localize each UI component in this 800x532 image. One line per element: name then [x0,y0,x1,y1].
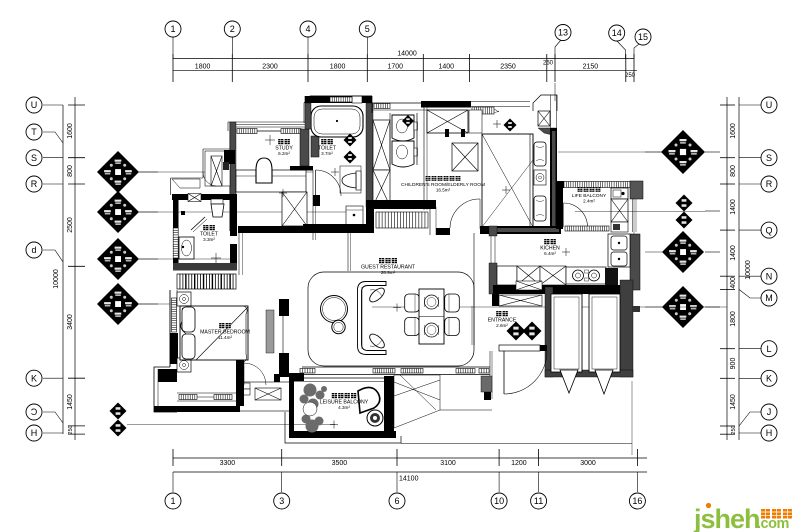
svg-text:3100: 3100 [440,460,456,467]
svg-text:TOILET: TOILET [200,231,219,237]
svg-text:16: 16 [632,496,642,506]
svg-text:.com: .com [757,516,789,532]
svg-text:16.5m²: 16.5m² [436,187,451,192]
svg-text:900: 900 [730,358,737,370]
svg-text:11: 11 [534,496,543,506]
svg-text:4: 4 [305,24,310,34]
svg-text:3400: 3400 [67,314,74,330]
svg-text:J: J [767,407,772,417]
svg-text:LIFE BALCONY: LIFE BALCONY [572,193,607,199]
svg-text:R: R [31,179,38,189]
svg-text:2.4m²: 2.4m² [583,198,595,203]
svg-text:28.9m²: 28.9m² [381,270,396,275]
svg-text:10: 10 [494,496,504,506]
svg-text:1800: 1800 [330,64,346,71]
svg-text:H: H [766,428,773,438]
svg-text:2350: 2350 [500,64,516,71]
svg-text:Ɔ: Ɔ [31,407,38,417]
svg-text:jsheh: jsheh [693,504,760,532]
svg-text:6: 6 [394,496,399,506]
svg-text:N: N [766,271,773,281]
svg-text:K: K [766,373,772,383]
svg-text:3000: 3000 [580,460,596,467]
svg-text:14: 14 [612,28,622,38]
svg-text:250: 250 [731,425,737,434]
svg-text:1450: 1450 [730,394,737,410]
svg-text:S: S [31,153,37,163]
svg-text:2: 2 [230,24,235,34]
svg-text:L: L [766,344,771,354]
svg-text:KICHEN: KICHEN [540,245,560,251]
svg-text:2.6m²: 2.6m² [496,323,508,328]
svg-text:MASTER BEDROOM: MASTER BEDROOM [200,329,250,335]
svg-text:R: R [766,179,773,189]
svg-text:1600: 1600 [730,123,737,139]
svg-text:3: 3 [279,496,284,506]
svg-text:1600: 1600 [67,123,74,139]
svg-text:3300: 3300 [220,460,236,467]
svg-text:TOILET: TOILET [318,145,337,151]
svg-text:CHILDREN'S ROOM/ELDERLY ROOM: CHILDREN'S ROOM/ELDERLY ROOM [401,182,485,188]
svg-text:800: 800 [730,165,737,177]
svg-text:3.3m²: 3.3m² [203,237,215,242]
svg-text:5: 5 [365,24,370,34]
svg-text:U: U [31,100,38,110]
svg-text:T: T [31,127,37,137]
svg-text:1200: 1200 [511,460,527,467]
svg-text:1800: 1800 [195,64,211,71]
svg-text:d: d [31,245,36,255]
svg-text:ENTRANCE: ENTRANCE [488,317,517,323]
svg-text:LEISURE BALCONY: LEISURE BALCONY [320,399,369,405]
svg-text:400: 400 [730,277,737,289]
svg-text:250: 250 [543,61,554,67]
svg-text:1: 1 [170,496,175,506]
svg-text:Q: Q [765,225,772,235]
svg-text:1400: 1400 [730,245,737,261]
svg-text:U: U [766,100,773,110]
svg-text:1400: 1400 [439,64,455,71]
svg-text:4.3m²: 4.3m² [338,405,350,410]
svg-text:14000: 14000 [397,51,417,58]
svg-text:H: H [31,428,38,438]
svg-text:800: 800 [67,165,74,177]
svg-text:10000: 10000 [745,260,752,280]
svg-text:1700: 1700 [388,64,404,71]
svg-text:1: 1 [170,24,175,34]
svg-text:K: K [31,373,37,383]
svg-text:1400: 1400 [730,199,737,215]
svg-text:1800: 1800 [730,311,737,327]
svg-text:2500: 2500 [67,217,74,233]
svg-text:3500: 3500 [332,460,348,467]
svg-text:6.4m²: 6.4m² [544,251,556,256]
svg-text:S: S [766,153,772,163]
svg-text:STUDY: STUDY [275,145,293,151]
svg-text:M: M [765,293,773,303]
svg-text:14100: 14100 [399,476,419,483]
svg-text:6.2m²: 6.2m² [278,151,290,156]
svg-text:250: 250 [68,425,74,434]
svg-text:2300: 2300 [262,64,278,71]
svg-text:250: 250 [625,73,636,79]
svg-text:2150: 2150 [583,64,599,71]
svg-text:1450: 1450 [67,394,74,410]
svg-text:10000: 10000 [53,269,60,289]
svg-text:GUEST RESTAURANT: GUEST RESTAURANT [361,264,416,270]
svg-text:11.4m²: 11.4m² [218,335,232,340]
svg-text:15: 15 [638,32,648,42]
svg-text:13: 13 [558,28,568,38]
svg-text:3.7m²: 3.7m² [321,151,333,156]
